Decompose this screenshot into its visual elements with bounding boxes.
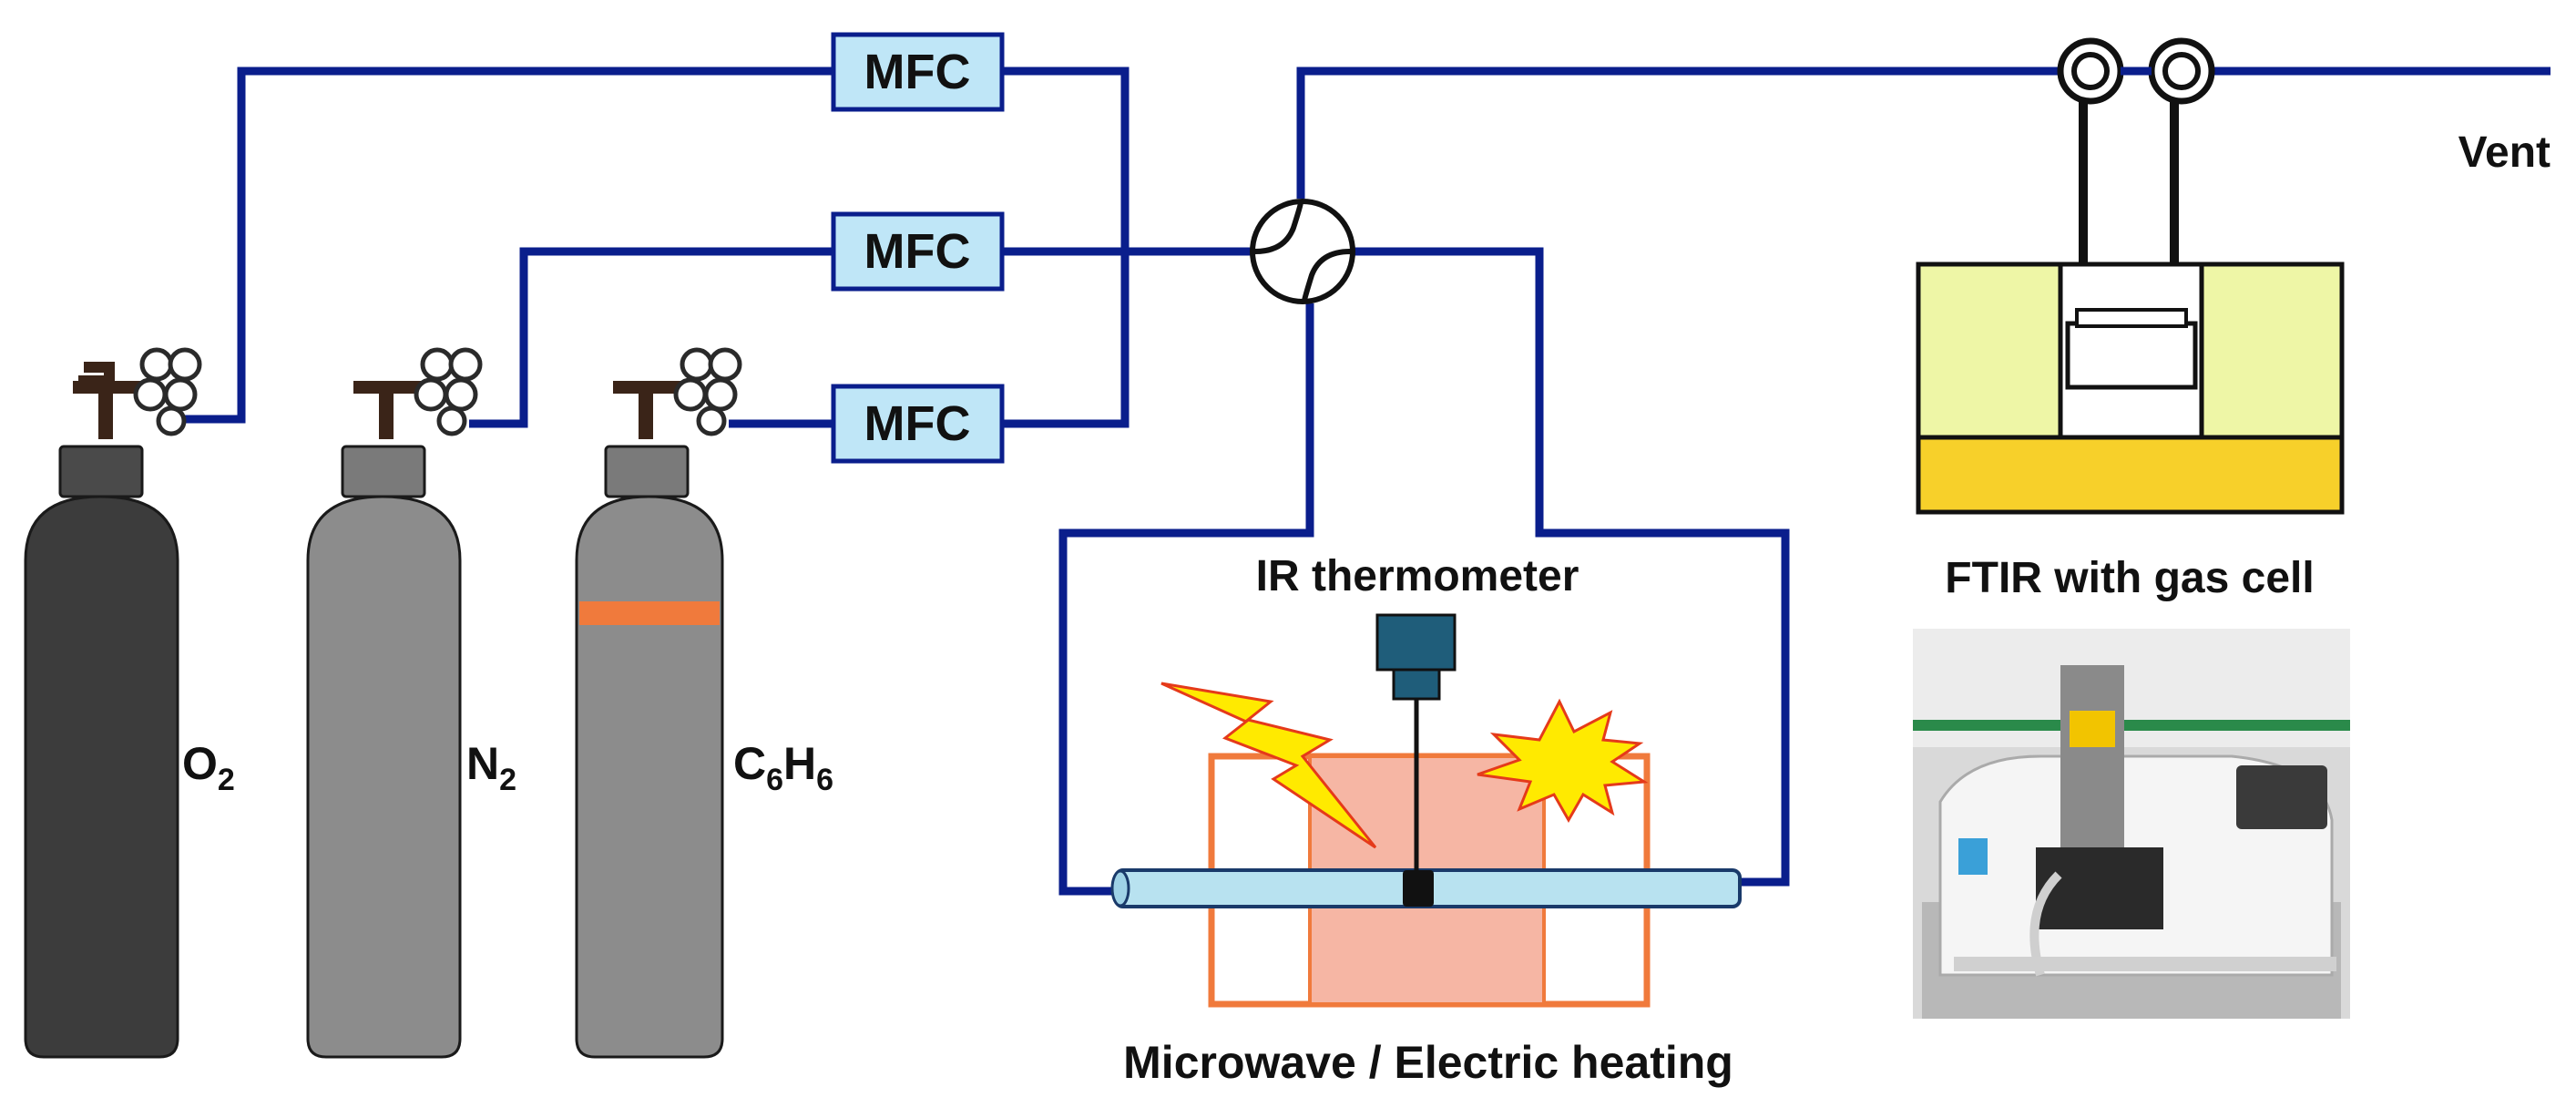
four-way-valve — [1250, 199, 1355, 304]
ftir-photo — [1913, 629, 2350, 1019]
ftir-instrument — [1916, 262, 2345, 515]
heating-label: Microwave / Electric heating — [1123, 1037, 1733, 1088]
mfc-c6h6-label: MFC — [864, 396, 971, 451]
c6h6-cylinder — [575, 347, 742, 1059]
n2-line — [469, 247, 833, 428]
c6h6-label: C6H6 — [733, 738, 833, 797]
ir-thermometer-label: IR thermometer — [1256, 552, 1579, 600]
reactor-tube — [1110, 868, 1742, 908]
gas-lines — [182, 67, 2550, 896]
mfc-c6h6: MFC — [831, 384, 1005, 464]
ir-thermometer — [1375, 613, 1457, 870]
n2-cylinder — [306, 347, 483, 1059]
mfc-n2: MFC — [831, 211, 1005, 292]
o2-label: O2 — [182, 738, 235, 797]
o2-line — [182, 67, 833, 424]
vent-label: Vent — [2458, 128, 2550, 177]
mfc-o2: MFC — [831, 32, 1005, 112]
reactor-return-line — [1348, 247, 1790, 887]
vent-line — [1296, 67, 2068, 199]
c6h6-stripe — [579, 601, 720, 625]
microwave-lightning-icon — [1160, 682, 1377, 849]
electric-spark-icon — [1477, 698, 1649, 824]
ftir-label: FTIR with gas cell — [1945, 554, 2314, 602]
o2-cylinder — [24, 347, 202, 1059]
n2-label: N2 — [466, 738, 516, 797]
mfc-o2-label: MFC — [864, 45, 971, 99]
reactor-feed-line — [1058, 303, 1314, 896]
mfc-n2-label: MFC — [864, 224, 971, 279]
